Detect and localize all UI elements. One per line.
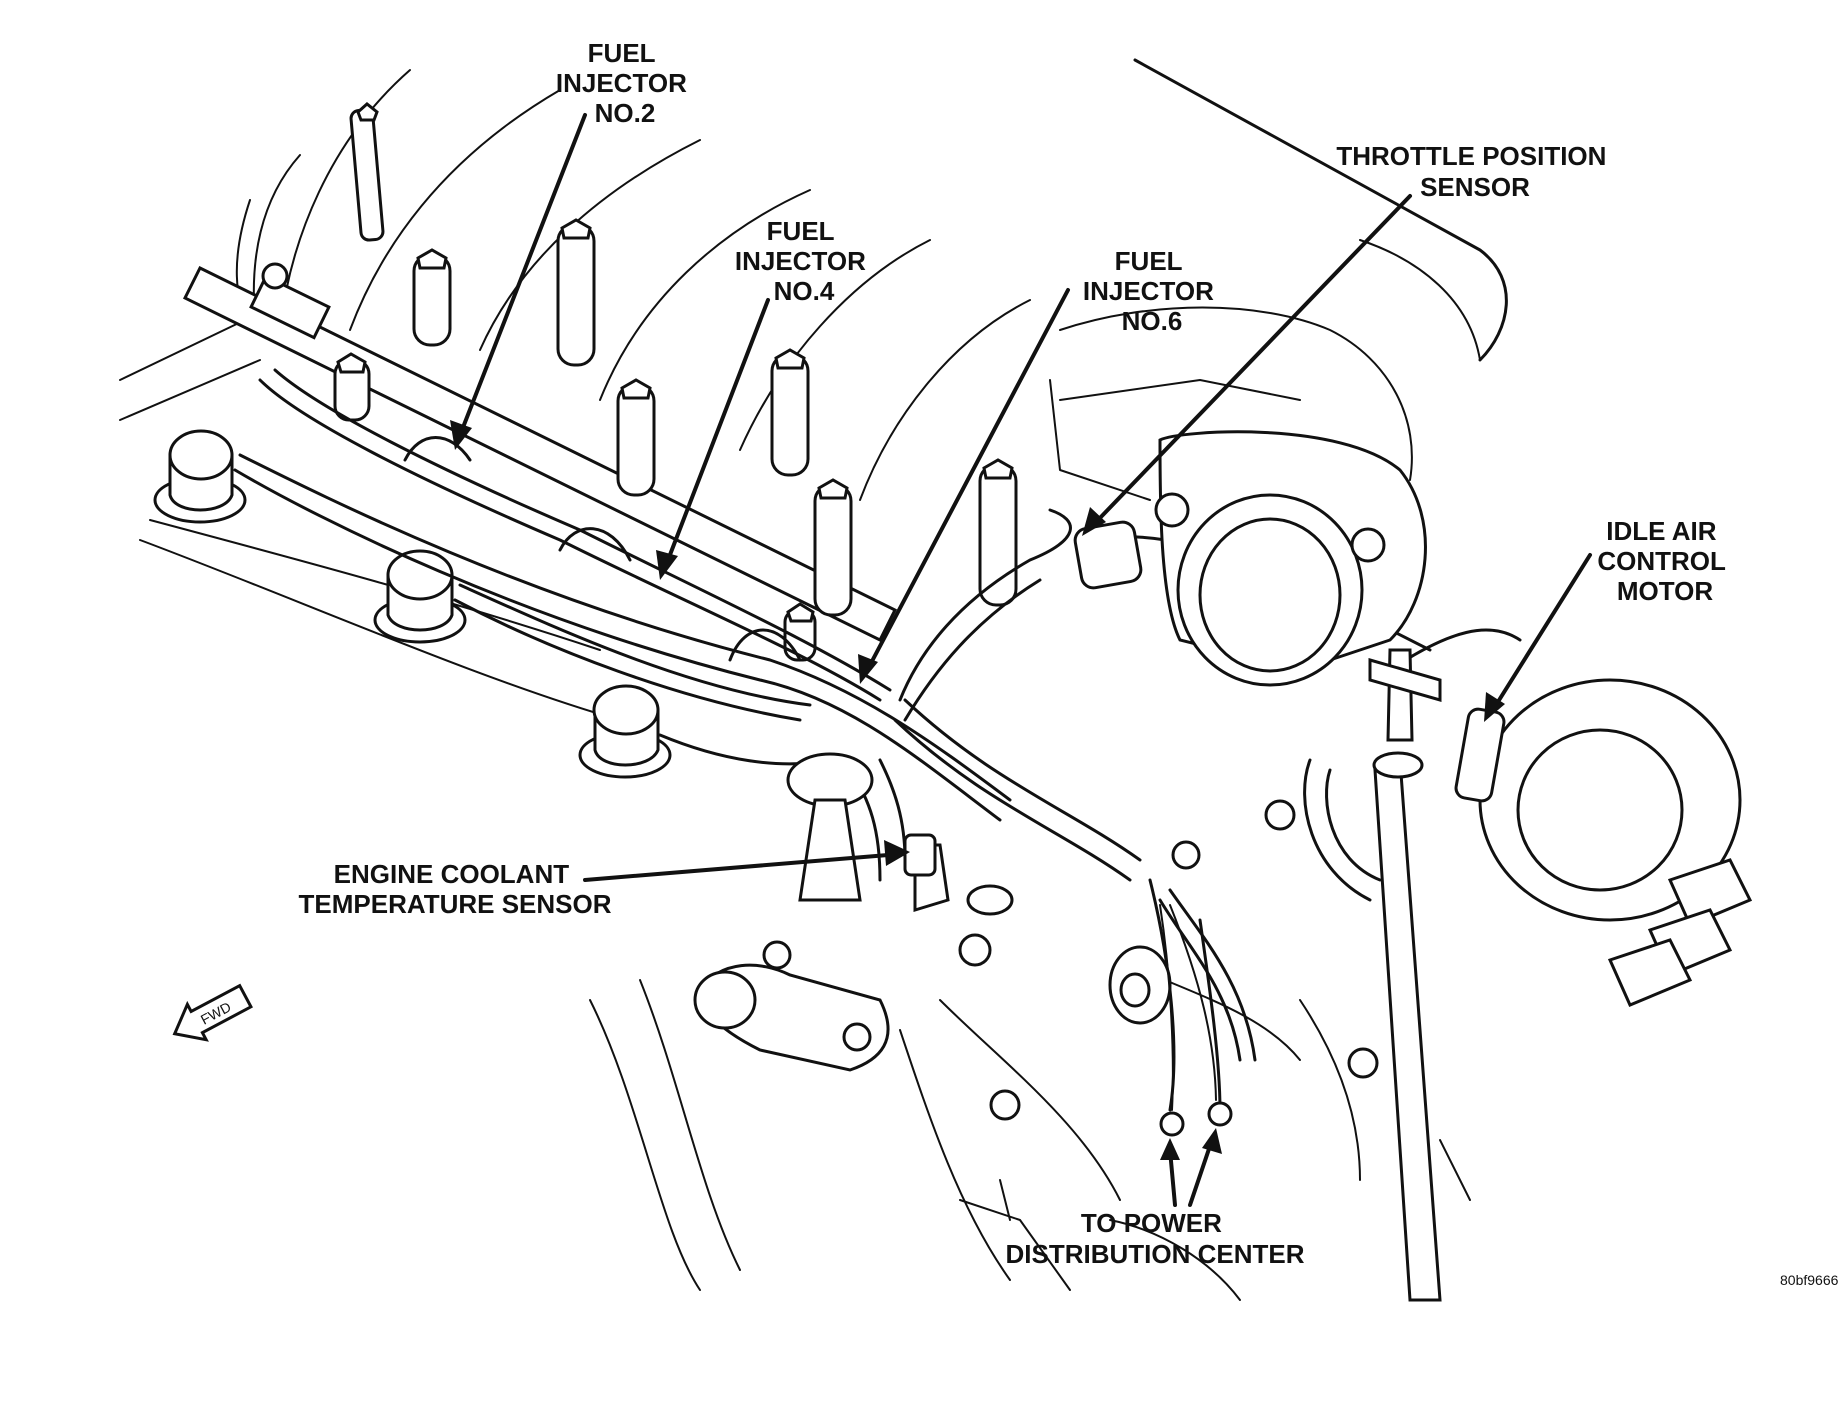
spark-plug-boots — [153, 429, 672, 779]
engine-coolant-temperature-sensor-label: ENGINE COOLANT TEMPERATURE SENSOR — [299, 859, 612, 919]
fuel-injector-4-label: FUEL INJECTOR NO.4 — [735, 216, 873, 306]
fwd-arrow-icon: FWD — [172, 983, 253, 1042]
engine-line-art — [119, 58, 1753, 1302]
wiring-harness — [233, 368, 1522, 1112]
manifold-studs — [333, 102, 1018, 662]
thermostat-housing — [693, 752, 1014, 1072]
fuel-injector-2-label: FUEL INJECTOR NO.2 — [556, 38, 694, 128]
callout-labels: FUEL INJECTOR NO.2 FUEL INJECTOR NO.4 FU… — [299, 38, 1839, 1288]
leader-lines — [450, 113, 1592, 1207]
throttle-body — [1073, 430, 1427, 687]
throttle-position-sensor-label: THROTTLE POSITION SENSOR — [1336, 141, 1613, 202]
fuel-injector-6-label: FUEL INJECTOR NO.6 — [1083, 246, 1221, 336]
idle-air-control-motor — [1454, 678, 1753, 1007]
to-power-distribution-center-label: TO POWER DISTRIBUTION CENTER — [1006, 1208, 1305, 1269]
figure-code: 80bf9666 — [1780, 1272, 1839, 1288]
idle-air-control-motor-label: IDLE AIR CONTROL MOTOR — [1597, 516, 1732, 606]
